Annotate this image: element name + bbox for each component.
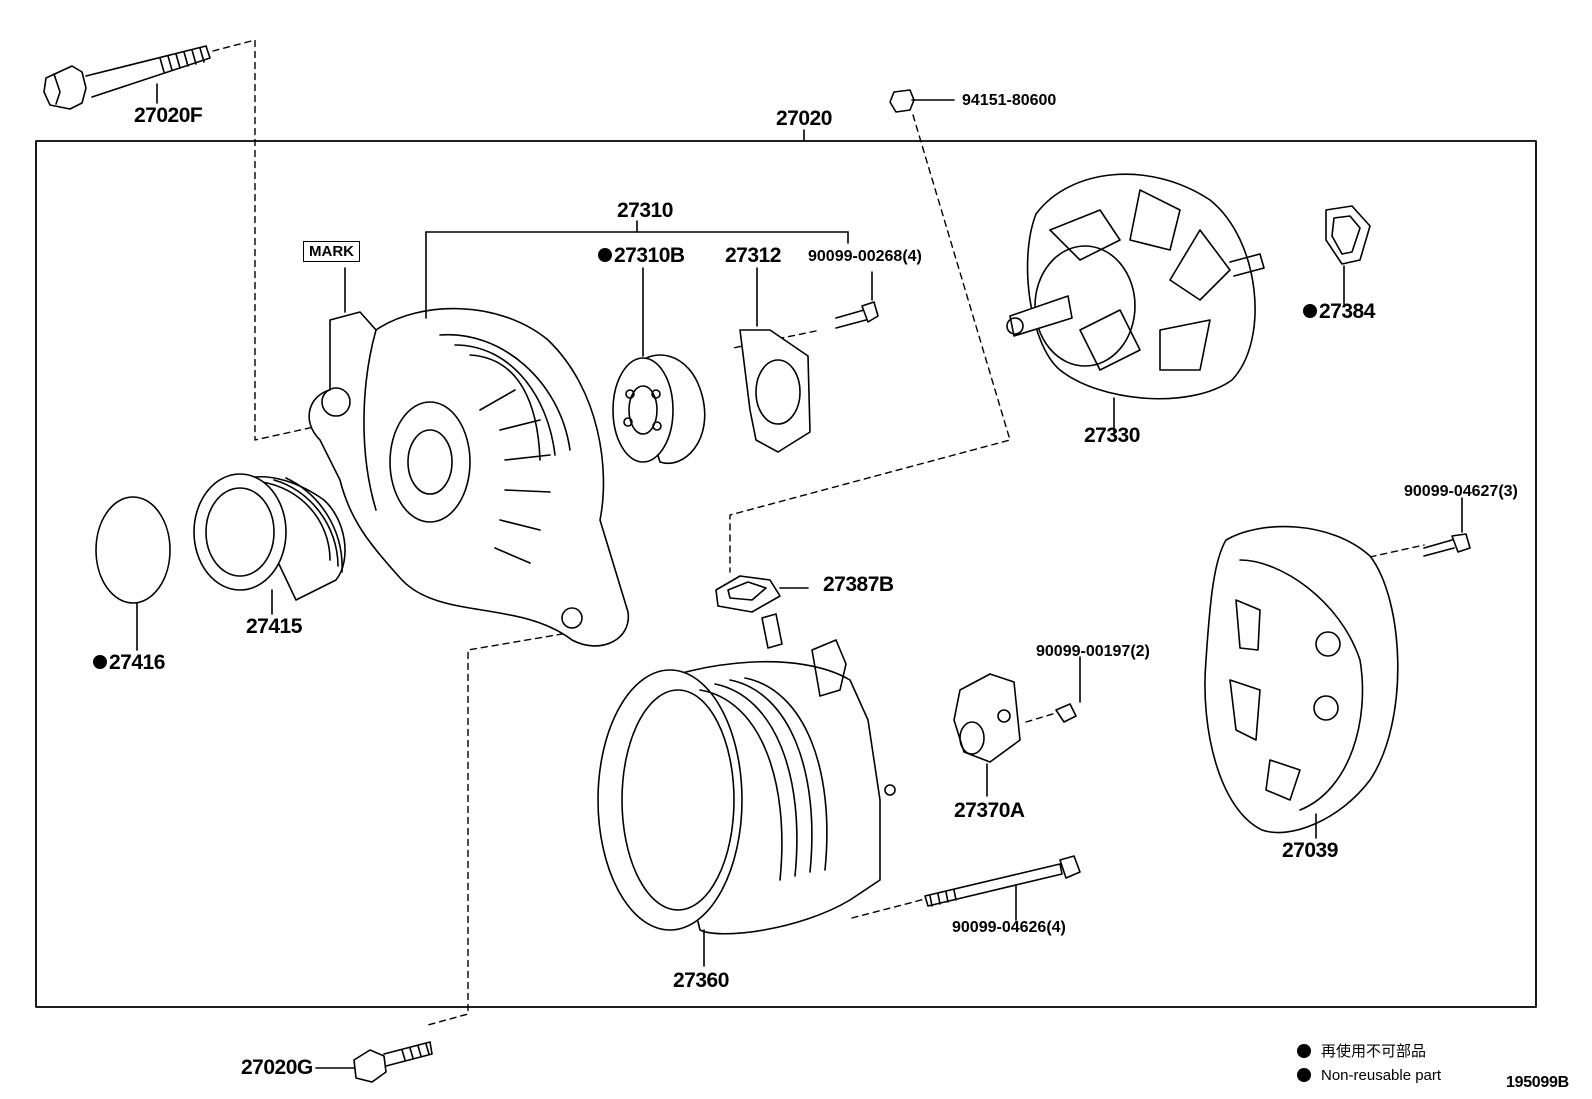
- label-27039[interactable]: 27039: [1282, 839, 1338, 862]
- label-27330[interactable]: 27330: [1084, 424, 1140, 447]
- label-27020F[interactable]: 27020F: [134, 104, 203, 127]
- bolt-27020F-icon[interactable]: [43, 45, 211, 110]
- insulator-27384-icon[interactable]: [1325, 205, 1371, 305]
- legend-jp: 再使用不可部品: [1297, 1044, 1426, 1059]
- label-27020G[interactable]: 27020G: [241, 1056, 313, 1079]
- figure-id: 195099B: [1506, 1074, 1569, 1091]
- bolt-27020G-icon[interactable]: [315, 1041, 433, 1083]
- label-90099-00197[interactable]: 90099-00197(2): [1036, 643, 1150, 660]
- label-94151-80600[interactable]: 94151-80600: [962, 92, 1057, 109]
- assembly-frame: [35, 140, 1537, 1008]
- screw-90099-00268-icon[interactable]: [835, 271, 879, 329]
- non-reusable-dot-icon: [1303, 304, 1317, 318]
- legend-jp-text: 再使用不可部品: [1321, 1043, 1427, 1060]
- label-90099-04627[interactable]: 90099-04627(3): [1404, 483, 1518, 500]
- drive-end-frame-icon[interactable]: [308, 220, 849, 647]
- non-reusable-dot-icon: [1297, 1068, 1311, 1082]
- label-27360[interactable]: 27360: [673, 969, 729, 992]
- label-27310B-text: 27310B: [614, 244, 685, 267]
- bolt-90099-04626-icon[interactable]: [924, 855, 1081, 921]
- non-reusable-dot-icon: [598, 248, 612, 262]
- retainer-27312-icon[interactable]: [739, 267, 811, 453]
- dashed-alignment-lines: [212, 39, 1425, 1026]
- label-27415[interactable]: 27415: [246, 615, 302, 638]
- label-27370A[interactable]: 27370A: [954, 799, 1025, 822]
- legend-en: Non-reusable part: [1297, 1068, 1441, 1083]
- non-reusable-dot-icon: [1297, 1044, 1311, 1058]
- label-27310B[interactable]: 27310B: [598, 245, 685, 266]
- legend-en-text: Non-reusable part: [1321, 1067, 1442, 1084]
- label-27416-text: 27416: [109, 651, 165, 674]
- pulley-27415-icon[interactable]: [193, 473, 346, 615]
- label-90099-04626[interactable]: 90099-04626(4): [952, 919, 1066, 936]
- rectifier-end-frame-27360-icon[interactable]: [597, 613, 896, 967]
- rear-cover-27039-icon[interactable]: [1204, 525, 1399, 839]
- cap-27416-icon[interactable]: [95, 496, 171, 651]
- screw-90099-04627-icon[interactable]: [1423, 497, 1471, 557]
- label-27310[interactable]: 27310: [617, 199, 673, 222]
- terminal-insulator-27387B-icon[interactable]: [715, 575, 809, 613]
- label-27384[interactable]: 27384: [1303, 301, 1375, 322]
- nut-94151-icon[interactable]: [889, 89, 955, 113]
- label-27416[interactable]: 27416: [93, 652, 165, 673]
- screw-90099-00197-icon[interactable]: [1055, 656, 1081, 723]
- brush-holder-27370A-icon[interactable]: [953, 673, 1021, 797]
- label-90099-00268[interactable]: 90099-00268(4): [808, 248, 922, 265]
- label-27384-text: 27384: [1319, 300, 1375, 323]
- label-27020[interactable]: 27020: [776, 107, 832, 130]
- bearing-27310B-icon[interactable]: [612, 267, 706, 465]
- non-reusable-dot-icon: [93, 655, 107, 669]
- label-27387B[interactable]: 27387B: [823, 573, 894, 596]
- label-27312[interactable]: 27312: [725, 244, 781, 267]
- rotor-27330-icon[interactable]: [1006, 173, 1265, 437]
- mark-tag: MARK: [303, 241, 360, 262]
